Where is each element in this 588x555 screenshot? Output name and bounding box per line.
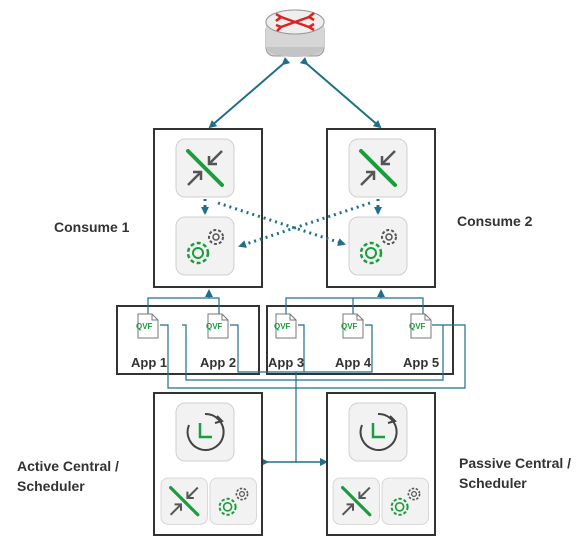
svg-text:QVF: QVF (409, 322, 426, 331)
qvf-file-icon: QVF (341, 313, 364, 339)
svg-text:QVF: QVF (274, 322, 291, 331)
app-label: App 5 (403, 355, 439, 370)
passive-central-label: Passive Central / (459, 455, 571, 471)
clock-icon (347, 401, 409, 463)
proxy-icon (174, 137, 236, 199)
app-label: App 3 (268, 355, 304, 370)
passive-central-label-2: Scheduler (459, 475, 527, 491)
qvf-file-icon: QVF (274, 313, 297, 339)
active-central-label: Active Central / (17, 458, 119, 474)
svg-text:QVF: QVF (136, 322, 153, 331)
proxy-icon (347, 137, 409, 199)
consume-1-label: Consume 1 (54, 219, 130, 235)
qvf-file-icon: QVF (409, 313, 432, 339)
proxy-engine-links (201, 199, 382, 248)
router-icon (265, 9, 325, 57)
app-label: App 2 (200, 355, 236, 370)
engine-gear-icon (380, 476, 430, 526)
link-router-consume2 (299, 57, 382, 129)
link-router-consume1 (208, 57, 291, 129)
engine-gear-icon (347, 215, 409, 277)
svg-text:QVF: QVF (341, 322, 358, 331)
qvf-file-icon: QVF (206, 313, 229, 339)
app-consume-links (147, 289, 424, 314)
consume-2-label: Consume 2 (457, 213, 533, 229)
engine-gear-icon (208, 476, 258, 526)
proxy-icon (331, 476, 381, 527)
engine-gear-icon (174, 215, 236, 277)
clock-icon (174, 401, 236, 463)
proxy-icon (159, 476, 209, 527)
app-label: App 1 (131, 355, 167, 370)
qvf-file-icon: QVF (136, 313, 159, 339)
active-central-label-2: Scheduler (17, 478, 85, 494)
app-label: App 4 (335, 355, 372, 370)
svg-text:QVF: QVF (206, 322, 223, 331)
app-storage-links (160, 324, 466, 462)
